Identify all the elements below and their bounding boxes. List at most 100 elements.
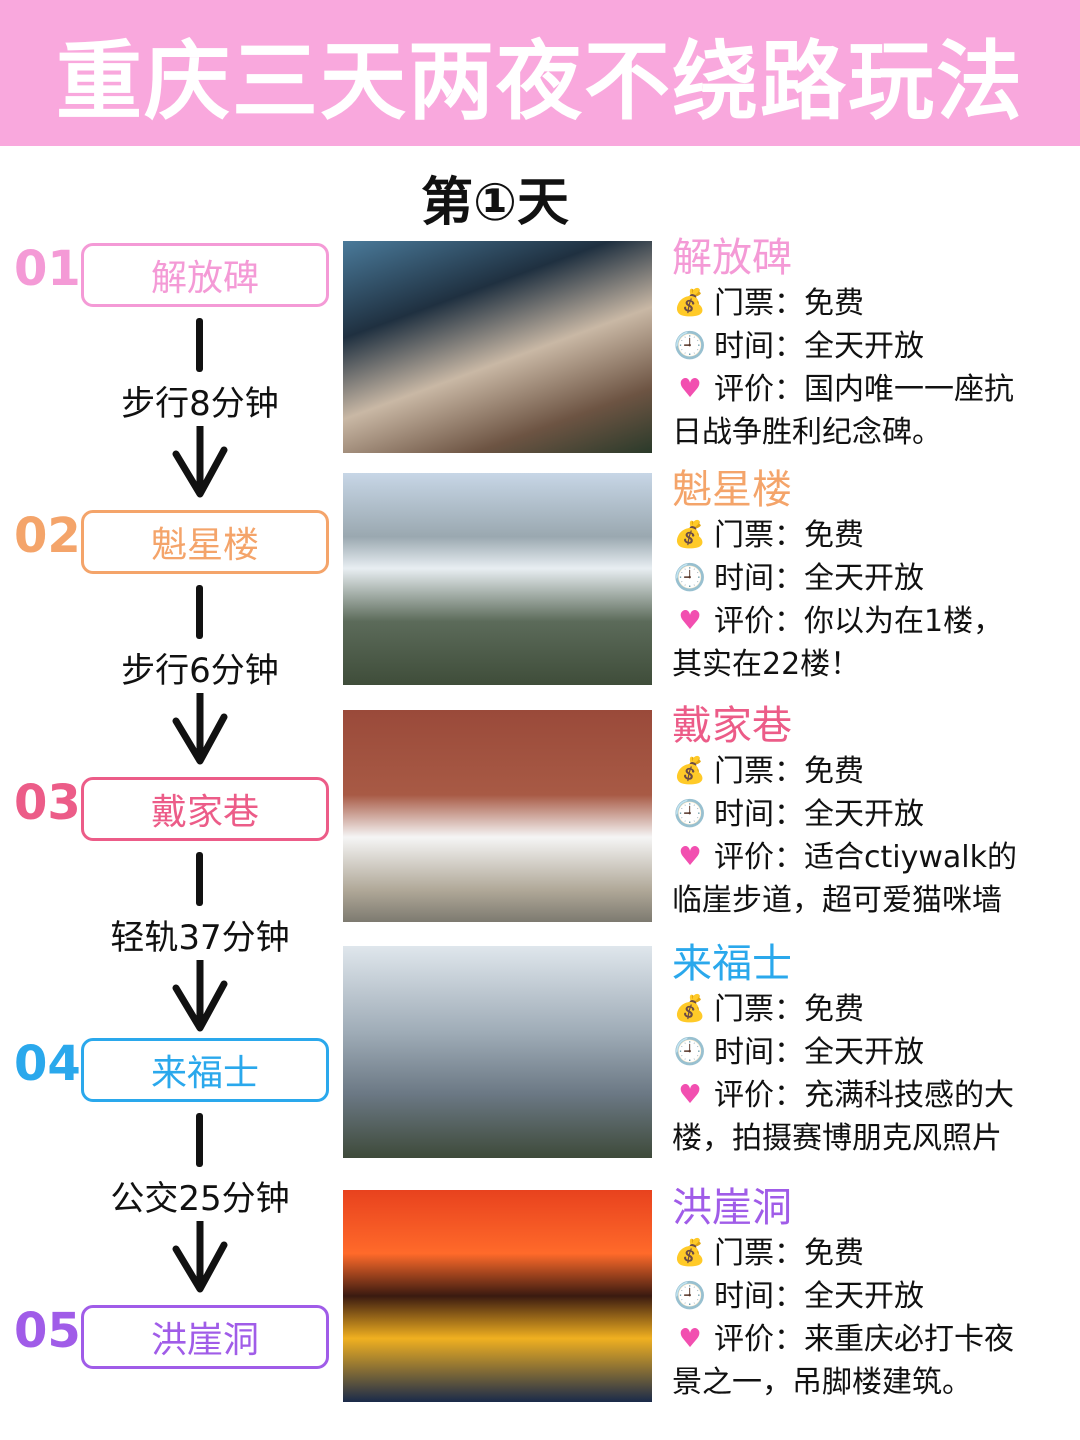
stop-name-box: 戴家巷 [81,777,329,841]
transfer-label: 步行6分钟 [80,643,320,692]
stop-info: 魁星楼 💰门票：免费 🕘时间：全天开放 ♥ 评价：你以为在1楼， 其实在22楼！ [672,466,1072,686]
down-arrow-icon [172,1221,228,1293]
ticket-row: 💰门票：免费 [672,750,1072,793]
page-title: 重庆三天两夜不绕路玩法 [56,31,1024,132]
time-value: 全天开放 [804,797,924,832]
connector-line [196,1113,203,1167]
stop-title: 洪崖洞 [672,1185,792,1231]
money-bag-icon: 💰 [673,520,707,550]
money-bag-icon: 💰 [673,756,707,786]
review-row: ♥ 评价：你以为在1楼， [672,600,1072,643]
transfer-label: 步行8分钟 [80,376,320,425]
title-banner: 重庆三天两夜不绕路玩法 [0,0,1080,146]
money-bag-icon: 💰 [673,288,707,318]
review-label: 评价： [714,372,804,407]
ticket-label: 门票： [714,1236,804,1271]
time-label: 时间： [714,1035,804,1070]
clock-icon: 🕘 [673,799,707,829]
pink-heart-icon: ♥ [678,1324,702,1354]
stop-photo [343,710,652,922]
stop-photo [343,473,652,685]
time-row: 🕘时间：全天开放 [672,1031,1072,1074]
ticket-row: 💰门票：免费 [672,988,1072,1031]
review-text: 来重庆必打卡夜 [804,1322,1014,1357]
ticket-value: 免费 [804,286,864,321]
time-value: 全天开放 [804,561,924,596]
time-label: 时间： [714,329,804,364]
stop-photo [343,1190,652,1402]
transfer-connector: 公交25分钟 [80,1113,320,1293]
money-bag-icon: 💰 [673,1238,707,1268]
transfer-label: 轻轨37分钟 [80,910,320,959]
review-text: 充满科技感的大 [804,1078,1014,1113]
stop-photo [343,241,652,453]
ticket-row: 💰门票：免费 [672,514,1072,557]
connector-line [196,852,203,906]
stop-name-box: 来福士 [81,1038,329,1102]
ticket-row: 💰门票：免费 [672,1232,1072,1275]
stop-title: 解放碑 [672,235,792,281]
review-label: 评价： [714,1078,804,1113]
review-row: ♥ 评价：适合ctiywalk的 [672,836,1072,879]
stop-number: 05 [14,1303,81,1359]
stop-info: 洪崖洞 💰门票：免费 🕘时间：全天开放 ♥ 评价：来重庆必打卡夜 景之一，吊脚楼建… [672,1184,1072,1404]
review-text: 你以为在1楼， [804,604,1004,639]
pink-heart-icon: ♥ [678,374,702,404]
ticket-label: 门票： [714,754,804,789]
stop-name-box: 魁星楼 [81,510,329,574]
clock-icon: 🕘 [673,563,707,593]
day-heading: 第①天 [420,173,570,233]
transfer-label: 公交25分钟 [80,1171,320,1220]
time-row: 🕘时间：全天开放 [672,557,1072,600]
time-row: 🕘时间：全天开放 [672,1275,1072,1318]
ticket-value: 免费 [804,1236,864,1271]
review-text-continued: 楼，拍摄赛博朋克风照片 [672,1121,1002,1156]
pink-heart-icon: ♥ [678,606,702,636]
stop-number: 02 [14,508,81,564]
review-text: 适合ctiywalk的 [804,840,1017,875]
stop-info: 戴家巷 💰门票：免费 🕘时间：全天开放 ♥ 评价：适合ctiywalk的 临崖步道… [672,702,1072,922]
pink-heart-icon: ♥ [678,842,702,872]
down-arrow-icon [172,960,228,1032]
ticket-label: 门票： [714,518,804,553]
review-label: 评价： [714,840,804,875]
clock-icon: 🕘 [673,1281,707,1311]
stop-title: 来福士 [672,941,792,987]
time-row: 🕘时间：全天开放 [672,325,1072,368]
time-label: 时间： [714,1279,804,1314]
clock-icon: 🕘 [673,331,707,361]
pink-heart-icon: ♥ [678,1080,702,1110]
ticket-row: 💰门票：免费 [672,282,1072,325]
stop-number: 01 [14,241,81,297]
down-arrow-icon [172,693,228,765]
review-label: 评价： [714,1322,804,1357]
transfer-connector: 步行8分钟 [80,318,320,498]
review-row: ♥ 评价：充满科技感的大 [672,1074,1072,1117]
review-text: 国内唯一一座抗 [804,372,1014,407]
review-text-continued: 其实在22楼！ [672,647,861,682]
review-label: 评价： [714,604,804,639]
money-bag-icon: 💰 [673,994,707,1024]
review-text-continued: 日战争胜利纪念碑。 [672,415,942,450]
stop-name-box: 解放碑 [81,243,329,307]
stop-title: 魁星楼 [672,467,792,513]
stop-title: 戴家巷 [672,703,792,749]
stop-number: 03 [14,775,81,831]
review-text-continued: 临崖步道，超可爱猫咪墙 [672,883,1002,918]
stop-info: 来福士 💰门票：免费 🕘时间：全天开放 ♥ 评价：充满科技感的大 楼，拍摄赛博朋克… [672,940,1072,1160]
time-value: 全天开放 [804,1035,924,1070]
ticket-value: 免费 [804,518,864,553]
stop-number: 04 [14,1036,81,1092]
ticket-value: 免费 [804,754,864,789]
down-arrow-icon [172,426,228,498]
review-row: ♥ 评价：国内唯一一座抗 [672,368,1072,411]
time-row: 🕘时间：全天开放 [672,793,1072,836]
time-label: 时间： [714,797,804,832]
connector-line [196,585,203,639]
stop-photo [343,946,652,1158]
clock-icon: 🕘 [673,1037,707,1067]
transfer-connector: 步行6分钟 [80,585,320,765]
connector-line [196,318,203,372]
review-text-continued: 景之一，吊脚楼建筑。 [672,1365,972,1400]
time-value: 全天开放 [804,329,924,364]
